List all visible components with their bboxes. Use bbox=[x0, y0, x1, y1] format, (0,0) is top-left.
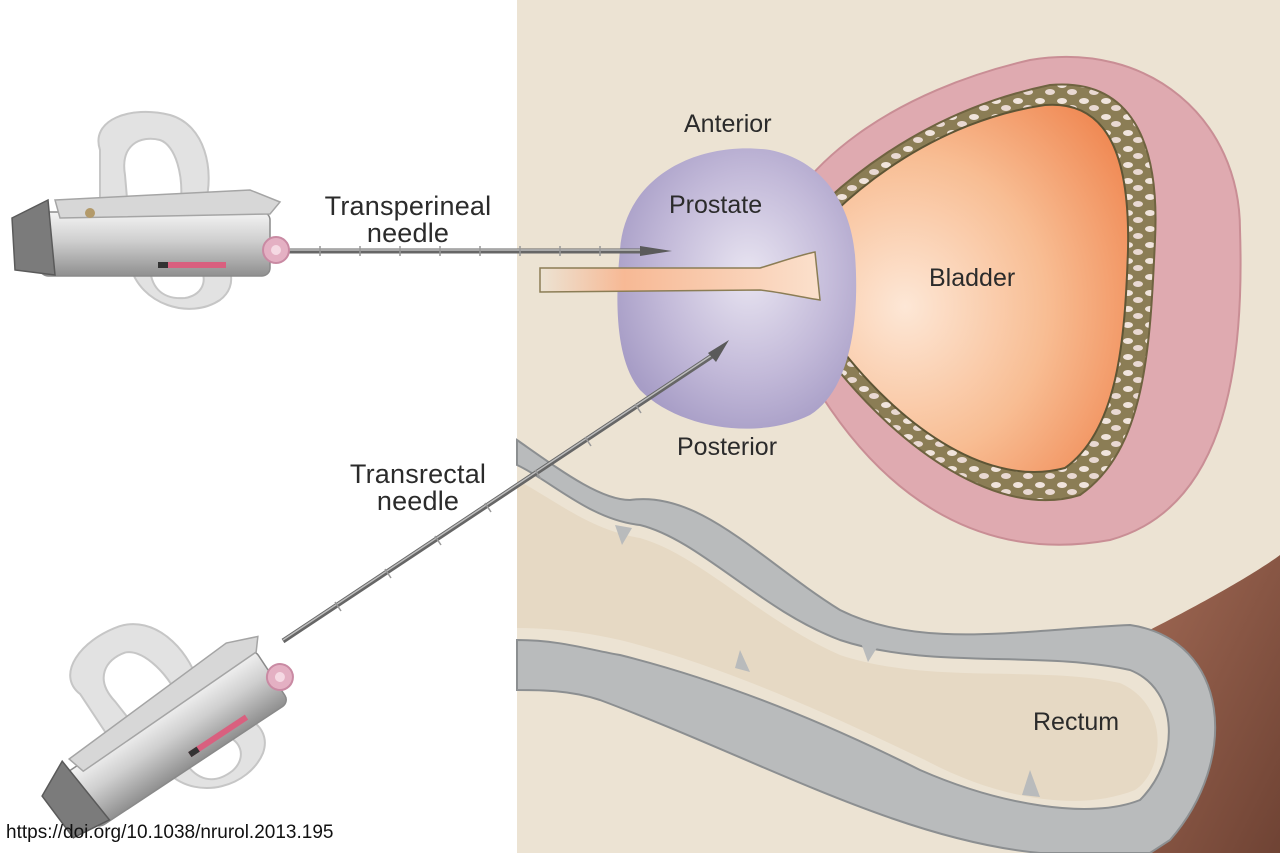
posterior-label: Posterior bbox=[677, 433, 778, 461]
gun-window bbox=[188, 714, 249, 758]
rectal-fold bbox=[615, 525, 632, 545]
transrectal-shaft-highlight bbox=[282, 350, 719, 641]
transrectal-needle bbox=[281, 340, 729, 644]
transrectal-label-line2: needle bbox=[376, 486, 460, 516]
gun-top-plate bbox=[67, 635, 259, 773]
transrectal-shaft bbox=[281, 349, 720, 644]
gun-plunger bbox=[41, 759, 111, 839]
bladder-lumen bbox=[783, 103, 1130, 473]
transperineal-tip bbox=[640, 246, 672, 256]
transrectal-biopsy-gun bbox=[41, 623, 294, 839]
transperineal-needle-label: Transperineal needle bbox=[308, 193, 508, 247]
bladder-label: Bladder bbox=[929, 264, 1016, 292]
transrectal-needle-label: Transrectal needle bbox=[318, 461, 518, 515]
doi-citation: https://doi.org/10.1038/nrurol.2013.195 bbox=[6, 822, 334, 843]
gun-barrel bbox=[39, 211, 271, 277]
transperineal-needle bbox=[285, 246, 672, 256]
rectum-label: Rectum bbox=[1033, 708, 1120, 736]
gun-top-plate bbox=[54, 189, 282, 219]
gun-plunger bbox=[11, 198, 56, 276]
rectal-fold bbox=[735, 650, 750, 672]
transperineal-biopsy-gun bbox=[11, 110, 290, 310]
rectal-fold bbox=[860, 640, 880, 662]
rectal-fold bbox=[1022, 770, 1040, 797]
urethra bbox=[539, 251, 821, 301]
anterior-label: Anterior bbox=[684, 110, 772, 138]
rectal-lumen bbox=[517, 480, 1158, 801]
prostate-label: Prostate bbox=[669, 191, 763, 219]
gun-window bbox=[158, 262, 226, 268]
transrectal-tip bbox=[708, 340, 729, 362]
transperineal-label-line2: needle bbox=[366, 218, 450, 248]
transperineal-label-line1: Transperineal bbox=[324, 191, 492, 221]
transrectal-label-line1: Transrectal bbox=[349, 459, 487, 489]
